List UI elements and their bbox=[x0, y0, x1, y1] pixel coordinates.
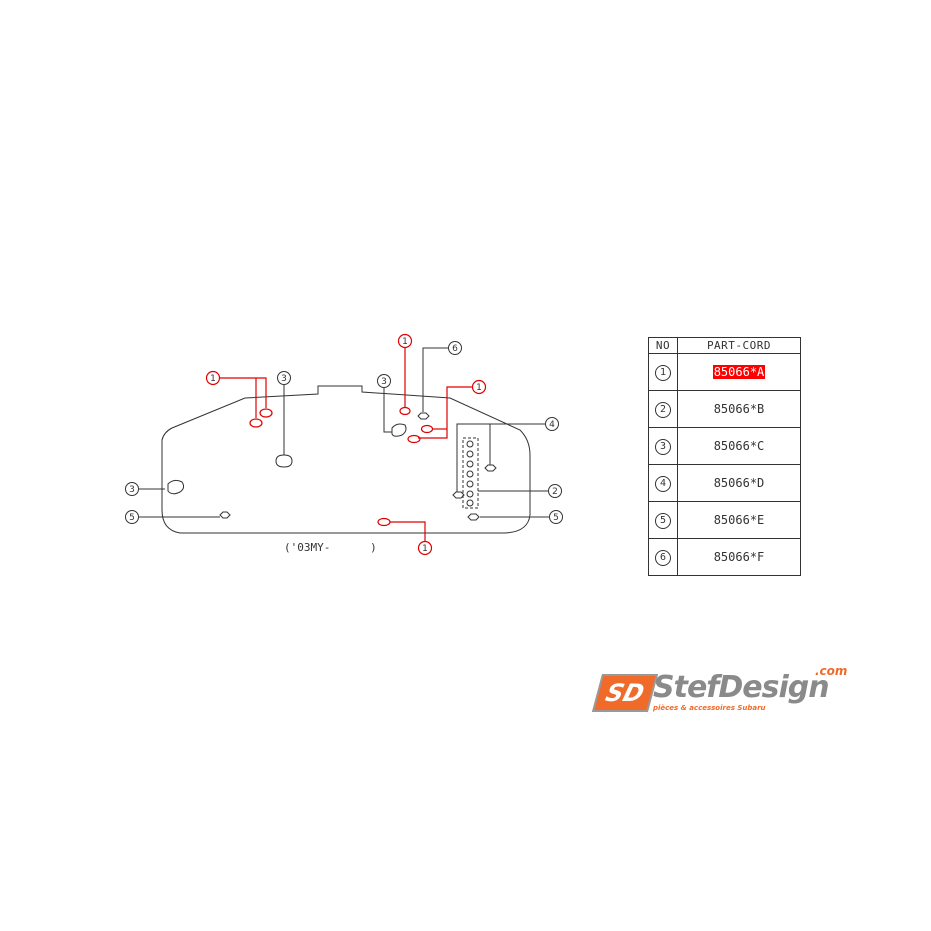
table-row: 1 85066*A bbox=[648, 353, 801, 391]
header-no: NO bbox=[648, 337, 678, 354]
table-row: 5 85066*E bbox=[648, 501, 801, 539]
row-number: 3 bbox=[655, 438, 671, 455]
svg-text:1: 1 bbox=[422, 544, 428, 554]
part-code: 85066*F bbox=[677, 538, 801, 576]
row-number: 1 bbox=[655, 364, 671, 381]
header-part-cord: PART-CORD bbox=[677, 337, 801, 354]
logo-name: StefDesign bbox=[653, 670, 830, 705]
svg-text:4: 4 bbox=[549, 420, 555, 430]
svg-text:5: 5 bbox=[129, 513, 135, 523]
logo-tld: .com bbox=[815, 664, 848, 678]
parts-table: NO PART-CORD 1 85066*A 2 85066*B 3 85066… bbox=[648, 337, 801, 576]
svg-text:1: 1 bbox=[210, 374, 216, 384]
row-number: 2 bbox=[655, 401, 671, 418]
svg-text:3: 3 bbox=[281, 374, 287, 384]
part-code-highlighted: 85066*A bbox=[712, 365, 766, 379]
table-header: NO PART-CORD bbox=[648, 337, 801, 354]
part-code: 85066*C bbox=[677, 427, 801, 465]
stefdesign-logo: SD StefDesign .com pièces & accessoires … bbox=[591, 664, 860, 718]
row-number: 5 bbox=[655, 512, 671, 529]
model-year-caption: ('03MY- ) bbox=[284, 541, 377, 554]
part-code: 85066*D bbox=[677, 464, 801, 502]
table-row: 4 85066*D bbox=[648, 464, 801, 502]
part-code: 85066*B bbox=[677, 390, 801, 428]
svg-text:2: 2 bbox=[552, 487, 558, 497]
svg-text:1: 1 bbox=[476, 383, 482, 393]
svg-text:3: 3 bbox=[381, 377, 387, 387]
table-row: 6 85066*F bbox=[648, 538, 801, 576]
svg-text:3: 3 bbox=[129, 485, 135, 495]
part-code: 85066*E bbox=[677, 501, 801, 539]
svg-text:6: 6 bbox=[452, 344, 458, 354]
housing-outline bbox=[161, 385, 531, 534]
logo-mark-icon: SD bbox=[591, 674, 659, 712]
row-number: 4 bbox=[655, 475, 671, 492]
svg-text:5: 5 bbox=[553, 513, 559, 523]
logo-tagline: pièces & accessoires Subaru bbox=[653, 704, 766, 712]
table-row: 3 85066*C bbox=[648, 427, 801, 465]
table-row: 2 85066*B bbox=[648, 390, 801, 428]
row-number: 6 bbox=[655, 549, 671, 566]
svg-text:1: 1 bbox=[402, 337, 408, 347]
